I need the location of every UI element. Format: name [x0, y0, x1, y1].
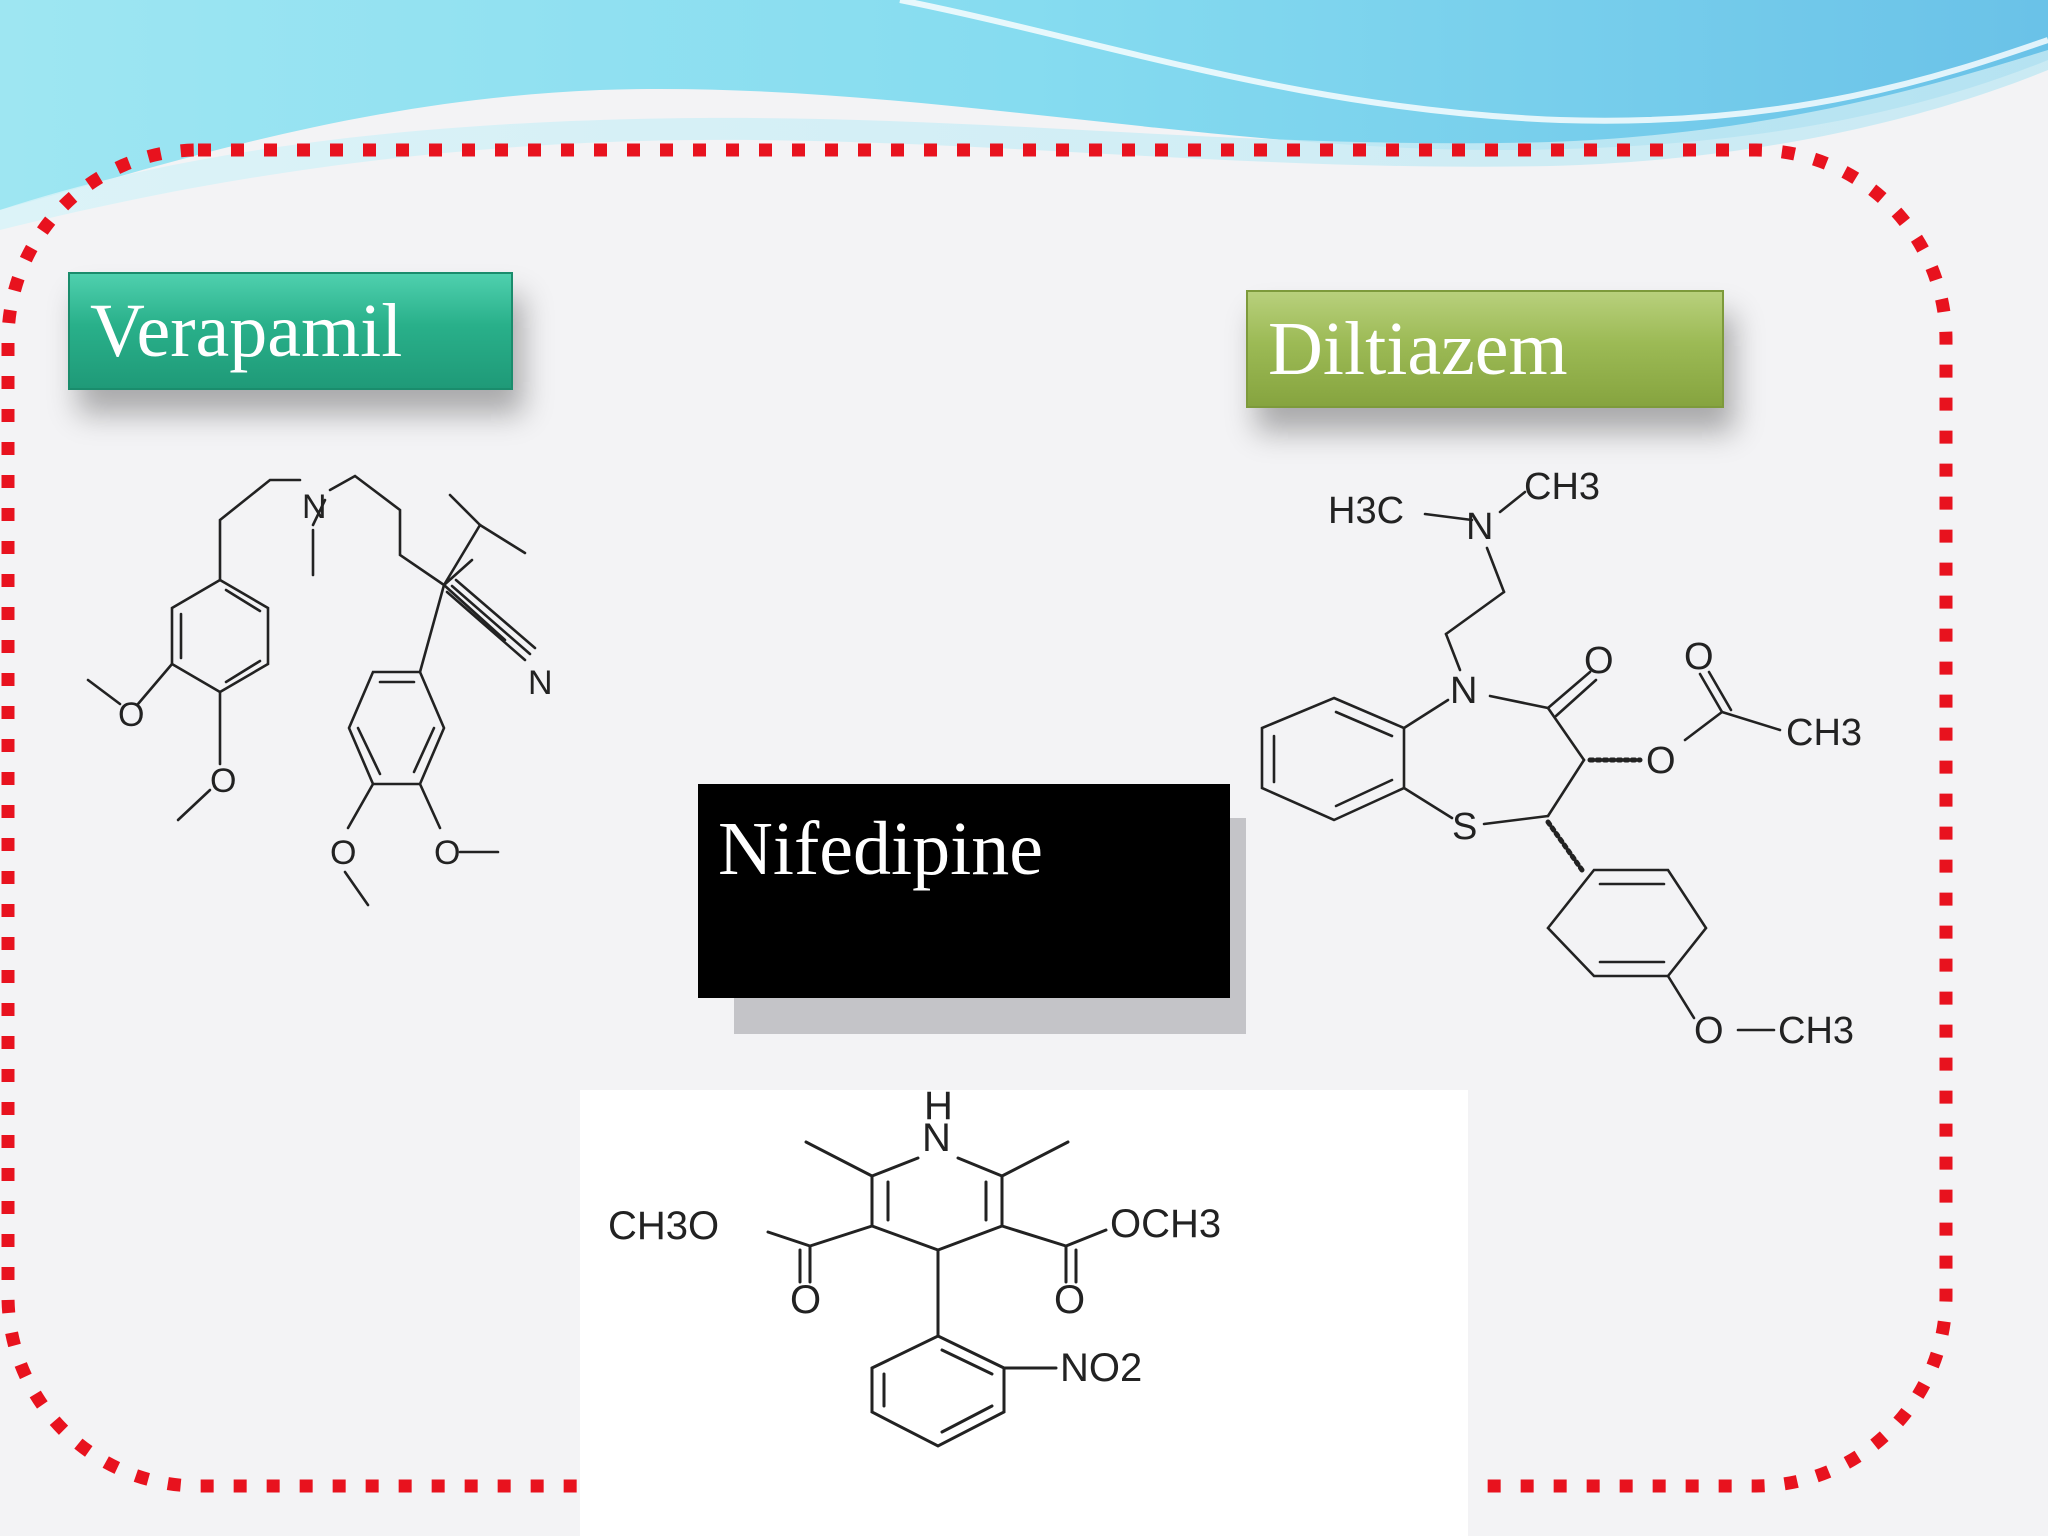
nifedipine-atom-n: N: [922, 1116, 951, 1160]
diltiazem-ch3-acetyl: CH3: [1786, 712, 1863, 754]
diltiazem-atom-o-ketone: O: [1584, 640, 1614, 682]
diltiazem-h3c: H3C: [1328, 490, 1405, 532]
top-wave-highlight: [0, 50, 2048, 230]
verapamil-atom-n: N: [302, 488, 327, 526]
verapamil-atom-o2: O: [210, 762, 237, 800]
verapamil-atom-o4: O: [434, 834, 461, 872]
diltiazem-ch3-amine: CH3: [1524, 466, 1601, 508]
nifedipine-title-text: Nifedipine: [718, 807, 1044, 891]
verapamil-atom-o1: O: [118, 696, 145, 734]
nifedipine-nitro: NO2: [1060, 1346, 1143, 1390]
diltiazem-title: Diltiazem: [1246, 290, 1724, 408]
diltiazem-atom-o-acetyl: O: [1684, 636, 1714, 678]
nifedipine-left-ester: CH3O: [608, 1204, 720, 1248]
top-wave-line: [899, 0, 2048, 124]
diltiazem-atom-o-methoxy: O: [1694, 1010, 1724, 1052]
nifedipine-atom-o-right: O: [1054, 1278, 1086, 1322]
verapamil-title: Verapamil: [68, 272, 513, 390]
nifedipine-right-ester: OCH3: [1110, 1202, 1222, 1246]
diltiazem-atom-o-ester: O: [1646, 740, 1676, 782]
verapamil-title-text: Verapamil: [90, 288, 403, 373]
verapamil-atom-nitrile-n: N: [528, 664, 553, 702]
diltiazem-atom-n-amine: N: [1466, 506, 1494, 548]
diltiazem-ch3-methoxy: CH3: [1778, 1010, 1855, 1052]
nifedipine-atom-h: H: [924, 1084, 953, 1128]
verapamil-atom-o3: O: [330, 834, 357, 872]
nifedipine-atom-o-left: O: [790, 1278, 822, 1322]
diltiazem-atom-n-ring: N: [1450, 670, 1478, 712]
diltiazem-atom-s: S: [1452, 806, 1478, 848]
top-wave: [0, 0, 2048, 210]
nifedipine-title: Nifedipine: [698, 784, 1230, 998]
diltiazem-title-text: Diltiazem: [1268, 306, 1568, 391]
